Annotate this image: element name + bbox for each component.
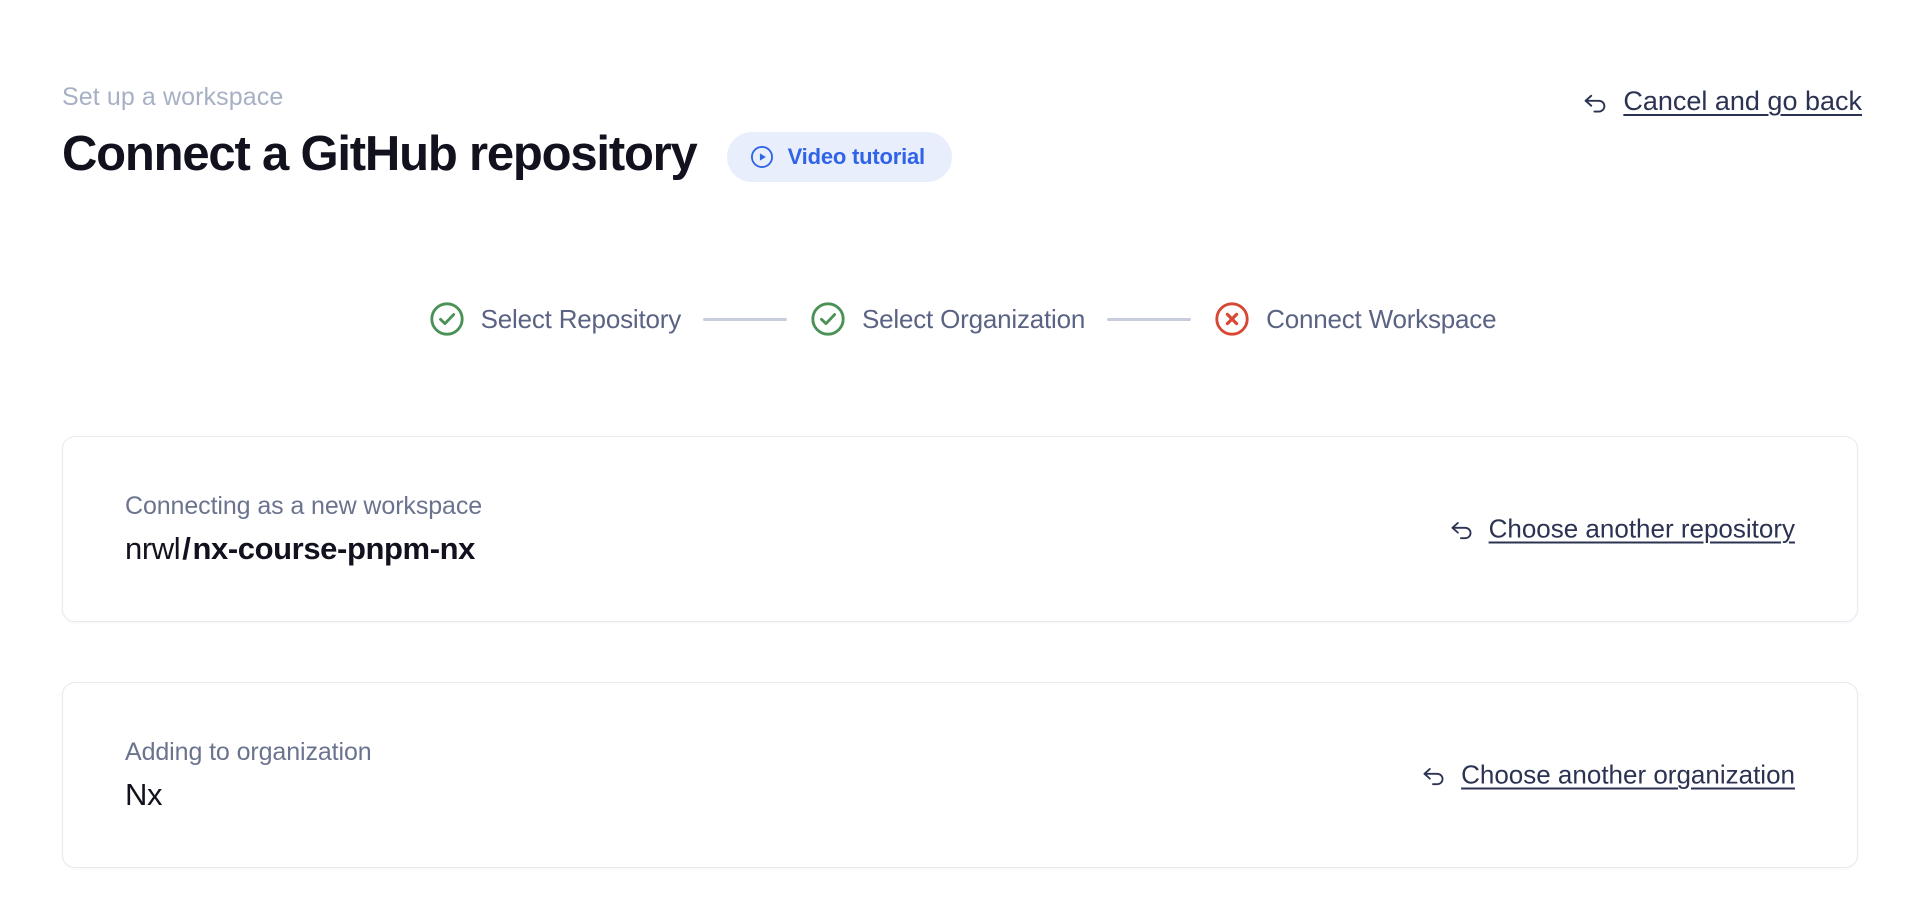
check-circle-icon (428, 300, 466, 338)
repository-summary: Connecting as a new workspace nrwl/nx-co… (125, 491, 482, 568)
step-connector (1107, 317, 1192, 321)
page-header: Set up a workspace Connect a GitHub repo… (62, 82, 1862, 183)
organization-card-inner: Adding to organization Nx Choose another… (63, 683, 1857, 867)
arrow-uturn-left-icon (1447, 515, 1476, 544)
choose-another-organization-link[interactable]: Choose another organization (1419, 760, 1795, 791)
breadcrumb-eyebrow: Set up a workspace (62, 83, 284, 111)
video-tutorial-button[interactable]: Video tutorial (726, 132, 952, 182)
step-label: Select Repository (480, 303, 682, 334)
page-title: Connect a GitHub repository (62, 127, 698, 181)
choose-another-repository-label: Choose another repository (1488, 513, 1795, 544)
repository-card-value: nrwl/nx-course-pnpm-nx (125, 530, 482, 568)
step-select-organization[interactable]: Select Organization (809, 300, 1085, 338)
check-circle-icon (809, 300, 847, 338)
step-select-repository[interactable]: Select Repository (428, 300, 681, 338)
play-circle-icon (749, 144, 775, 170)
organization-card-value: Nx (125, 776, 163, 812)
title-row: Connect a GitHub repository Video tutori… (62, 125, 1862, 183)
x-circle-icon (1213, 300, 1251, 338)
progress-stepper: Select Repository Select Organization Co… (0, 300, 1924, 338)
organization-card-label: Adding to organization (125, 737, 372, 766)
step-connector (703, 317, 788, 321)
repository-separator: / (182, 530, 191, 566)
arrow-uturn-left-icon (1580, 87, 1610, 117)
organization-summary: Adding to organization Nx (125, 737, 372, 814)
step-label: Select Organization (862, 303, 1086, 334)
repository-owner: nrwl (125, 530, 181, 566)
arrow-uturn-left-icon (1419, 761, 1448, 790)
choose-another-repository-link[interactable]: Choose another repository (1447, 514, 1795, 545)
choose-another-organization-label: Choose another organization (1461, 759, 1795, 790)
repository-name: nx-course-pnpm-nx (192, 530, 476, 566)
step-connect-workspace[interactable]: Connect Workspace (1213, 300, 1497, 338)
video-tutorial-label: Video tutorial (787, 144, 926, 169)
repository-card-inner: Connecting as a new workspace nrwl/nx-co… (63, 437, 1857, 621)
repository-card: Connecting as a new workspace nrwl/nx-co… (62, 436, 1858, 622)
organization-card: Adding to organization Nx Choose another… (62, 682, 1858, 868)
repository-card-label: Connecting as a new workspace (125, 491, 483, 520)
cancel-and-go-back-link[interactable]: Cancel and go back (1580, 86, 1862, 117)
step-label: Connect Workspace (1266, 303, 1497, 334)
cancel-and-go-back-label: Cancel and go back (1623, 86, 1862, 116)
